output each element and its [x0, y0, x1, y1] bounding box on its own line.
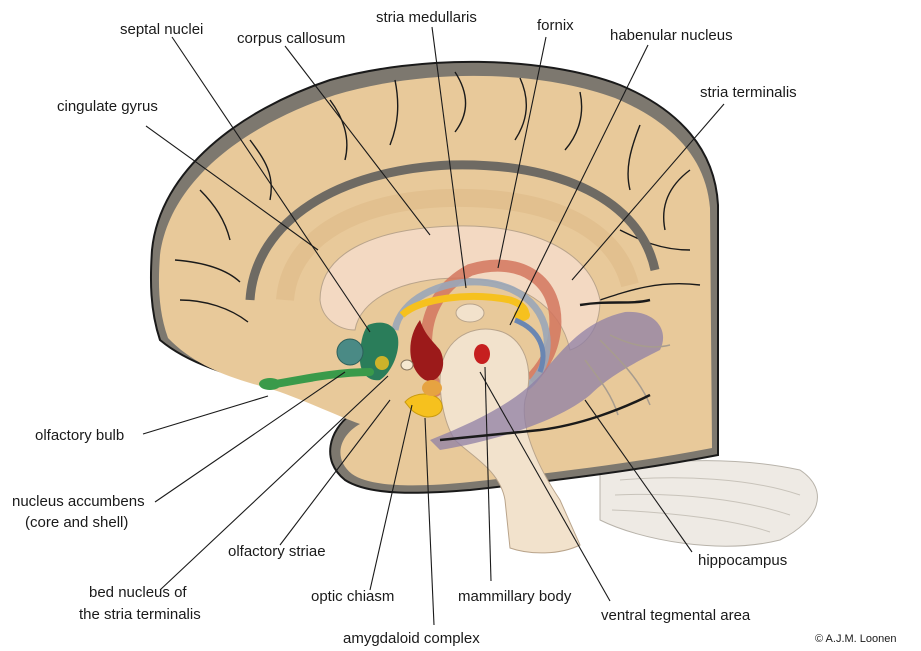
label-septal-nuclei: septal nuclei — [120, 21, 203, 38]
label-amygdaloid-complex: amygdaloid complex — [343, 630, 480, 647]
olfactory-bulb — [259, 378, 281, 390]
label-hippocampus: hippocampus — [698, 552, 787, 569]
nucleus-accumbens — [337, 339, 363, 365]
label-stria-terminalis: stria terminalis — [700, 84, 797, 101]
label-nucleus-accumbens-sub: (core and shell) — [25, 514, 128, 531]
label-olfactory-bulb: olfactory bulb — [35, 427, 124, 444]
label-bed-nucleus: bed nucleus of — [89, 584, 187, 601]
label-mammillary-body: mammillary body — [458, 588, 572, 605]
label-olfactory-striae: olfactory striae — [228, 543, 326, 560]
label-nucleus-accumbens: nucleus accumbens — [12, 493, 145, 510]
cerebellum — [600, 461, 817, 547]
red-nucleus — [474, 344, 490, 364]
label-fornix: fornix — [537, 17, 574, 34]
label-cingulate-gyrus: cingulate gyrus — [57, 98, 158, 115]
optic-chiasm — [422, 380, 442, 396]
copyright-notice: © A.J.M. Loonen — [815, 633, 897, 645]
label-optic-chiasm: optic chiasm — [311, 588, 394, 605]
label-corpus-callosum: corpus callosum — [237, 30, 345, 47]
label-bed-nucleus-sub: the stria terminalis — [79, 606, 201, 623]
label-habenular-nucleus: habenular nucleus — [610, 27, 733, 44]
label-stria-medullaris: stria medullaris — [376, 9, 477, 26]
label-ventral-tegmental-area: ventral tegmental area — [601, 607, 751, 624]
brain-illustration — [151, 62, 817, 553]
